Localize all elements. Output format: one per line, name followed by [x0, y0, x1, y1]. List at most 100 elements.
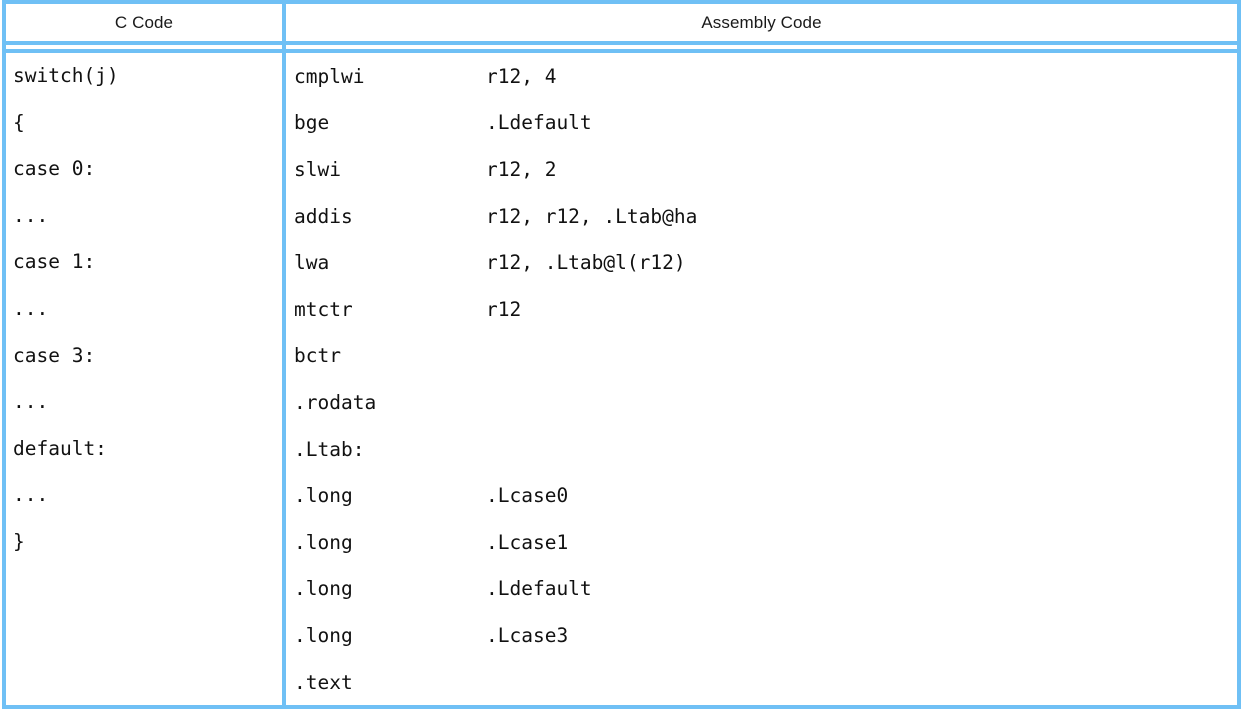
table-row: ... addis r12, r12, .Ltab@ha — [4, 192, 1239, 240]
assembly-code-cell: slwi r12, 2 — [284, 146, 1239, 193]
assembly-line: .text — [286, 659, 1237, 706]
table-body: switch(j) cmplwi r12, 4 { bge .Ldefault case 0… — [4, 43, 1239, 708]
assembly-mnemonic: .long — [294, 530, 353, 554]
table-row: .long .Lcase3 — [4, 612, 1239, 659]
assembly-code-cell: .long .Lcase3 — [284, 612, 1239, 659]
assembly-mnemonic: slwi — [294, 157, 341, 181]
assembly-code-cell: .rodata — [284, 379, 1239, 426]
assembly-operand: r12, 2 — [486, 157, 557, 181]
assembly-mnemonic: bctr — [294, 344, 341, 368]
assembly-line: cmplwi r12, 4 — [286, 53, 1237, 100]
c-code-cell: case 3: — [4, 332, 286, 380]
table-row: { bge .Ldefault — [4, 99, 1239, 147]
c-code-text — [6, 566, 282, 613]
assembly-mnemonic: .long — [294, 484, 353, 508]
table-row: .text — [4, 658, 1239, 708]
table-row: } .long .Lcase1 — [4, 518, 1239, 566]
c-code-text — [6, 612, 282, 659]
assembly-mnemonic: .rodata — [294, 390, 377, 414]
c-code-cell: ... — [4, 472, 286, 519]
c-code-text: ... — [13, 296, 49, 320]
c-code-cell: switch(j) — [4, 51, 286, 100]
table-row: case 3: bctr — [4, 332, 1239, 380]
assembly-mnemonic: .Ltab: — [294, 437, 365, 461]
assembly-operand: r12, 4 — [486, 64, 557, 88]
c-code-text — [6, 659, 282, 706]
table-row: ... .rodata — [4, 379, 1239, 426]
assembly-line: bge .Ldefault — [286, 100, 1237, 147]
c-code-text: { — [13, 110, 25, 134]
assembly-line: slwi r12, 2 — [286, 146, 1237, 193]
assembly-operand: .Lcase3 — [486, 623, 569, 647]
assembly-operand: .Lcase0 — [486, 484, 569, 508]
c-code-text: } — [13, 529, 25, 553]
header-rule-asm — [284, 43, 1239, 53]
assembly-code-cell: cmplwi r12, 4 — [284, 51, 1239, 100]
column-header-assembly-code: Assembly Code — [284, 2, 1239, 45]
assembly-code-cell: .long .Lcase0 — [284, 472, 1239, 519]
c-code-cell: ... — [4, 285, 286, 333]
assembly-line: lwa r12, .Ltab@l(r12) — [286, 239, 1237, 286]
c-code-cell: ... — [4, 379, 286, 426]
c-code-text: ... — [13, 390, 49, 414]
assembly-mnemonic: .long — [294, 577, 353, 601]
c-code-cell: } — [4, 518, 286, 566]
header-double-rule — [4, 43, 1239, 53]
assembly-code-cell: bctr — [284, 332, 1239, 380]
table-row: ... .long .Lcase0 — [4, 472, 1239, 519]
table-header-row: C Code Assembly Code — [4, 2, 1239, 45]
assembly-operand: .Lcase1 — [486, 530, 569, 554]
assembly-line: .long .Ldefault — [286, 566, 1237, 613]
assembly-operand: .Ldefault — [486, 577, 592, 601]
assembly-mnemonic: lwa — [294, 251, 330, 275]
c-code-cell: ... — [4, 192, 286, 240]
table-row: ... mtctr r12 — [4, 285, 1239, 333]
c-code-text: switch(j) — [13, 64, 119, 87]
assembly-code-cell: addis r12, r12, .Ltab@ha — [284, 192, 1239, 240]
assembly-mnemonic: .text — [294, 670, 353, 694]
assembly-code-cell: .Ltab: — [284, 425, 1239, 473]
assembly-operand: r12 — [486, 297, 522, 321]
c-code-text: case 3: — [13, 343, 96, 367]
assembly-line: addis r12, r12, .Ltab@ha — [286, 193, 1237, 240]
assembly-line: mtctr r12 — [286, 286, 1237, 333]
c-code-text: case 1: — [13, 250, 96, 274]
c-code-cell: { — [4, 99, 286, 147]
assembly-line: bctr — [286, 333, 1237, 380]
assembly-code-cell: .long .Lcase1 — [284, 518, 1239, 566]
assembly-code-cell: bge .Ldefault — [284, 99, 1239, 147]
assembly-line: .long .Lcase0 — [286, 472, 1237, 519]
assembly-mnemonic: .long — [294, 623, 353, 647]
assembly-mnemonic: cmplwi — [294, 64, 365, 88]
c-code-cell — [4, 565, 286, 613]
assembly-operand: .Ldefault — [486, 111, 592, 135]
table-row: default: .Ltab: — [4, 425, 1239, 473]
header-rule-c — [4, 43, 286, 53]
assembly-code-cell: mtctr r12 — [284, 285, 1239, 333]
table-row: .long .Ldefault — [4, 565, 1239, 613]
assembly-operand: r12, .Ltab@l(r12) — [486, 251, 686, 275]
table-row: switch(j) cmplwi r12, 4 — [4, 51, 1239, 100]
assembly-line: .long .Lcase1 — [286, 519, 1237, 566]
assembly-mnemonic: bge — [294, 111, 330, 135]
c-code-cell — [4, 658, 286, 708]
c-code-text: ... — [13, 203, 49, 227]
assembly-line: .Ltab: — [286, 426, 1237, 473]
c-code-text: ... — [13, 483, 49, 507]
c-code-cell: case 1: — [4, 239, 286, 286]
assembly-code-cell: lwa r12, .Ltab@l(r12) — [284, 239, 1239, 286]
c-code-text: case 0: — [13, 157, 96, 181]
assembly-mnemonic: addis — [294, 204, 353, 228]
c-code-cell: case 0: — [4, 146, 286, 193]
column-header-c-code: C Code — [4, 2, 286, 45]
assembly-operand: r12, r12, .Ltab@ha — [486, 204, 698, 228]
table-header: C Code Assembly Code — [4, 2, 1239, 45]
assembly-code-cell: .long .Ldefault — [284, 565, 1239, 613]
assembly-mnemonic: mtctr — [294, 297, 353, 321]
c-code-text: default: — [13, 436, 107, 460]
c-code-cell: default: — [4, 425, 286, 473]
table-row: case 1: lwa r12, .Ltab@l(r12) — [4, 239, 1239, 286]
c-code-cell — [4, 612, 286, 659]
